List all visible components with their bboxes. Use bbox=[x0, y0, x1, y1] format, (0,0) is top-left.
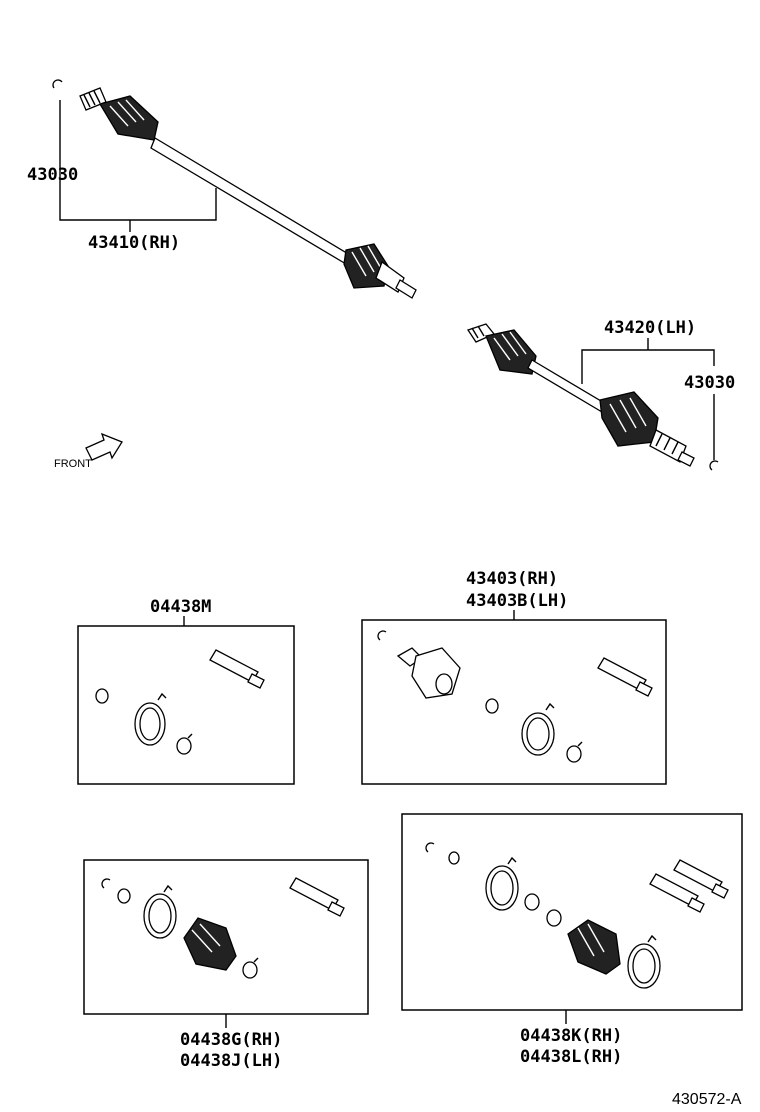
snap-ring-icon bbox=[117, 888, 131, 904]
label-04438m: 04438M bbox=[150, 597, 211, 617]
kit-43403-box bbox=[361, 619, 667, 785]
snap-ring-icon bbox=[425, 842, 435, 853]
boot-icon bbox=[567, 919, 621, 975]
label-43410-rh: 43410(RH) bbox=[88, 233, 180, 253]
leader-lines-lh bbox=[581, 338, 715, 460]
small-clamp-icon bbox=[524, 893, 540, 911]
front-arrow-icon bbox=[85, 432, 123, 461]
label-43420-lh: 43420(LH) bbox=[604, 318, 696, 338]
snap-ring-icon bbox=[101, 878, 111, 889]
kit-04438k-parts bbox=[425, 842, 729, 989]
snap-ring-icon bbox=[377, 630, 387, 641]
small-clamp-icon bbox=[546, 909, 562, 927]
grease-tube-icon bbox=[597, 657, 653, 697]
kit-04438g-parts bbox=[101, 877, 345, 979]
label-43403b-lh: 43403B(LH) bbox=[466, 591, 568, 611]
kit-43403-parts bbox=[377, 630, 653, 763]
snap-ring-lh bbox=[709, 460, 719, 471]
boot-icon bbox=[183, 917, 237, 971]
kit-04438m-parts bbox=[95, 649, 265, 755]
snap-ring-icon bbox=[95, 688, 109, 704]
front-label: FRONT bbox=[54, 458, 92, 470]
label-43403-rh: 43403(RH) bbox=[466, 569, 558, 589]
snap-ring-icon bbox=[485, 698, 499, 714]
snap-ring-rh bbox=[52, 79, 63, 89]
leader-lines-rh bbox=[59, 100, 217, 232]
small-clamp-icon bbox=[176, 737, 192, 755]
label-43030-lh: 43030 bbox=[684, 373, 735, 393]
snap-ring-icon bbox=[448, 851, 460, 865]
label-43030-rh: 43030 bbox=[27, 165, 78, 185]
kit-04438m-box bbox=[77, 625, 295, 785]
label-04438j-lh: 04438J(LH) bbox=[180, 1051, 282, 1071]
label-04438g-rh: 04438G(RH) bbox=[180, 1030, 282, 1050]
reference-number: 430572-A bbox=[672, 1091, 742, 1108]
kit-04438k-box bbox=[401, 813, 743, 1011]
label-04438k-rh: 04438K(RH) bbox=[520, 1026, 622, 1046]
small-clamp-icon bbox=[242, 961, 258, 979]
small-clamp-icon bbox=[566, 745, 582, 763]
grease-tube-icon bbox=[649, 859, 729, 913]
grease-tube-icon bbox=[289, 877, 345, 917]
grease-tube-icon bbox=[209, 649, 265, 689]
drive-shaft-lh bbox=[466, 323, 719, 471]
label-04438l-rh: 04438L(RH) bbox=[520, 1047, 622, 1067]
drive-shaft-rh bbox=[52, 79, 417, 299]
outer-joint-icon bbox=[396, 647, 461, 699]
